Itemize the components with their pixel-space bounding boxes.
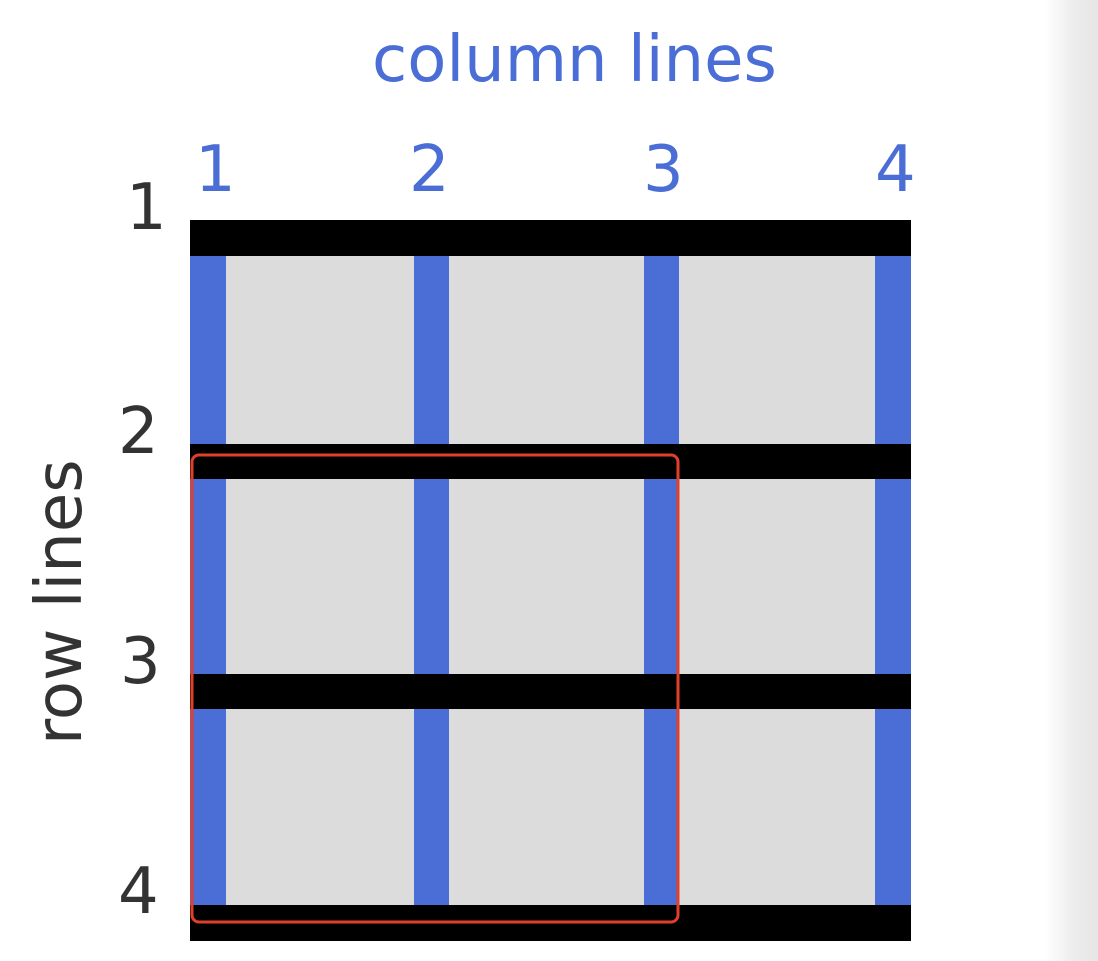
cell-r2-c2 bbox=[449, 479, 644, 674]
cell-r2-c3 bbox=[679, 479, 875, 674]
row-line-3 bbox=[190, 674, 911, 709]
row-lines-title: row lines bbox=[23, 459, 97, 745]
column-line-label-2: 2 bbox=[409, 133, 450, 207]
cell-r1-c2 bbox=[449, 256, 644, 444]
highlighted-area-outline bbox=[190, 453, 680, 924]
row-line-label-4: 4 bbox=[118, 855, 159, 929]
cell-r3-c1 bbox=[226, 709, 414, 905]
row-line-2 bbox=[190, 444, 911, 479]
row-line-label-3: 3 bbox=[120, 625, 161, 699]
cell-r3-c2 bbox=[449, 709, 644, 905]
column-line-3 bbox=[644, 256, 679, 905]
column-line-label-3: 3 bbox=[643, 133, 684, 207]
column-line-2 bbox=[414, 256, 449, 905]
column-lines-title: column lines bbox=[372, 23, 777, 97]
cell-r2-c1 bbox=[226, 479, 414, 674]
column-line-label-1: 1 bbox=[195, 133, 236, 207]
cell-r1-c1 bbox=[226, 256, 414, 444]
right-edge-shade bbox=[1045, 0, 1098, 961]
column-line-1 bbox=[190, 256, 226, 905]
row-line-label-1: 1 bbox=[126, 171, 167, 245]
cell-r3-c3 bbox=[679, 709, 875, 905]
column-line-4 bbox=[875, 256, 911, 905]
column-line-label-4: 4 bbox=[875, 133, 916, 207]
row-line-1 bbox=[190, 220, 911, 256]
cell-r1-c3 bbox=[679, 256, 875, 444]
row-line-label-2: 2 bbox=[118, 395, 159, 469]
